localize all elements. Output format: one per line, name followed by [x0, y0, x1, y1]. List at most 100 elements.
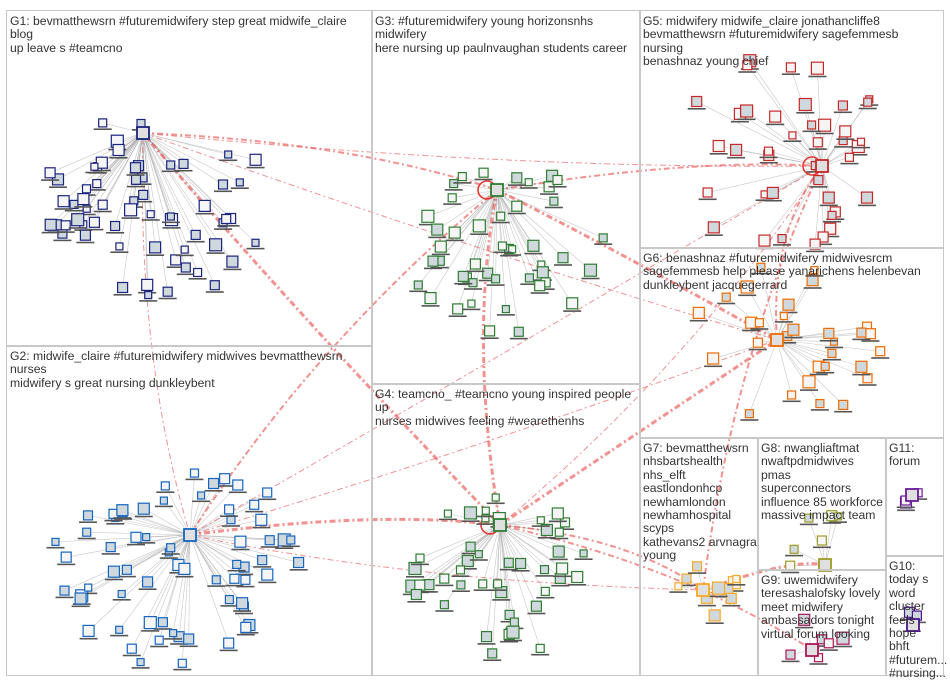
- graph-edge: [496, 189, 564, 258]
- graph-node-label-mark: [252, 526, 271, 529]
- graph-node-avatar: [822, 191, 835, 204]
- graph-node-label-mark: [503, 254, 522, 256]
- graph-node-avatar: [777, 234, 787, 244]
- graph-node-label-mark: [406, 576, 424, 578]
- graph-node-avatar: [496, 211, 506, 221]
- graph-edge: [142, 132, 169, 292]
- graph-node-label-mark: [527, 612, 546, 615]
- graph-node-label-mark: [819, 649, 838, 651]
- graph-node-label-mark: [219, 159, 238, 162]
- graph-node-avatar: [691, 561, 703, 572]
- graph-node-avatar: [77, 193, 90, 206]
- graph-node-avatar: [725, 592, 737, 605]
- graph-edge: [189, 519, 262, 536]
- graph-node-label-mark: [219, 649, 238, 652]
- graph-node-label-mark: [141, 219, 160, 221]
- graph-node-label-mark: [773, 244, 791, 246]
- graph-node-avatar: [178, 562, 191, 576]
- group-box-g7: [640, 438, 758, 676]
- graph-node-label-mark: [205, 291, 224, 293]
- graph-node-avatar: [487, 648, 498, 659]
- group-label-g2: G2: midwife_claire #futuremidwifery midw…: [10, 349, 343, 390]
- graph-node-label-mark: [173, 668, 192, 671]
- graph-node-avatar: [491, 493, 500, 502]
- graph-node-label-mark: [443, 203, 462, 205]
- graph-node-avatar: [551, 507, 564, 520]
- graph-node-label-mark: [133, 183, 152, 185]
- graph-node-label-mark: [822, 358, 841, 361]
- graph-edge: [499, 524, 561, 579]
- graph-node-avatar: [126, 643, 137, 654]
- graph-node-avatar: [236, 597, 249, 610]
- nodes-layer: [41, 54, 928, 671]
- graph-node-avatar: [769, 110, 782, 123]
- graph-node-label-mark: [55, 596, 74, 599]
- graph-node-avatar: [598, 233, 608, 243]
- graph-edge: [496, 189, 542, 265]
- graph-node-label-mark: [858, 107, 877, 110]
- graph-node-avatar: [197, 491, 206, 500]
- graph-edge: [189, 534, 268, 575]
- graph-edge: [776, 339, 821, 404]
- graph-node-label-mark: [819, 339, 838, 342]
- graph-node-avatar: [681, 573, 692, 584]
- graph-node-label-mark: [134, 515, 153, 518]
- graph-node-avatar: [434, 240, 447, 253]
- graph-node-label-mark: [231, 548, 250, 551]
- graph-edge: [189, 534, 235, 580]
- graph-node-label-mark: [185, 478, 204, 481]
- graph-edge: [453, 183, 498, 191]
- graph-node-label-mark: [206, 252, 225, 254]
- graph-node-avatar: [60, 551, 72, 563]
- graph-node-avatar: [193, 267, 203, 278]
- graph-node-avatar: [824, 222, 837, 235]
- graph-node-avatar: [513, 326, 524, 337]
- graph-edge: [55, 534, 191, 543]
- graph-node-avatar: [115, 625, 124, 634]
- graph-edge: [497, 524, 501, 584]
- graph-edge: [495, 189, 498, 279]
- graph-edge: [489, 189, 498, 331]
- graph-node-avatar: [524, 273, 535, 283]
- graph-edge: [499, 522, 565, 526]
- graph-node-label-mark: [803, 287, 822, 289]
- graph-node-label-mark: [121, 217, 140, 219]
- graph-node-avatar: [756, 262, 766, 272]
- graph-node-avatar: [408, 561, 422, 576]
- graph-node-avatar: [257, 554, 268, 566]
- graph-node-label-mark: [451, 575, 470, 577]
- graph-node-avatar: [787, 323, 800, 336]
- graph-node-label-mark: [536, 288, 555, 290]
- graph-node-label-mark: [504, 639, 522, 642]
- intergroup-edge: [141, 132, 502, 527]
- graph-node-label-mark: [806, 250, 825, 253]
- graph-node-label-mark: [114, 518, 133, 520]
- graph-node-avatar: [455, 565, 466, 575]
- graph-node-avatar: [189, 468, 200, 478]
- graph-node-label-mark: [531, 525, 550, 527]
- graph-edge: [776, 339, 868, 379]
- graph-node-label-mark: [428, 236, 447, 239]
- graph-node-label-mark: [782, 400, 801, 403]
- graph-node-avatar: [810, 61, 825, 75]
- graph-node-label-mark: [823, 220, 841, 223]
- graph-node-label-mark: [127, 185, 145, 188]
- graph-node-label-mark: [779, 311, 798, 314]
- graph-node-avatar: [226, 255, 239, 268]
- graph-node-label-mark: [581, 277, 600, 280]
- graph-node-label-mark: [192, 500, 211, 503]
- graph-edge: [760, 267, 778, 341]
- graph-node-label-mark: [698, 198, 717, 201]
- graph-node-label-mark: [146, 254, 165, 256]
- graph-node-label-mark: [689, 319, 708, 322]
- graph-edge: [142, 132, 227, 220]
- graph-node-label-mark: [537, 537, 556, 539]
- graph-node-avatar: [782, 298, 795, 311]
- graph-node-label-mark: [717, 302, 736, 305]
- group-box-g8: [758, 438, 886, 570]
- graph-node-avatar: [229, 573, 240, 584]
- graph-hub-node: [696, 583, 710, 597]
- graph-edge: [462, 189, 498, 277]
- graph-node-avatar: [97, 199, 108, 210]
- graph-node-avatar: [806, 120, 817, 130]
